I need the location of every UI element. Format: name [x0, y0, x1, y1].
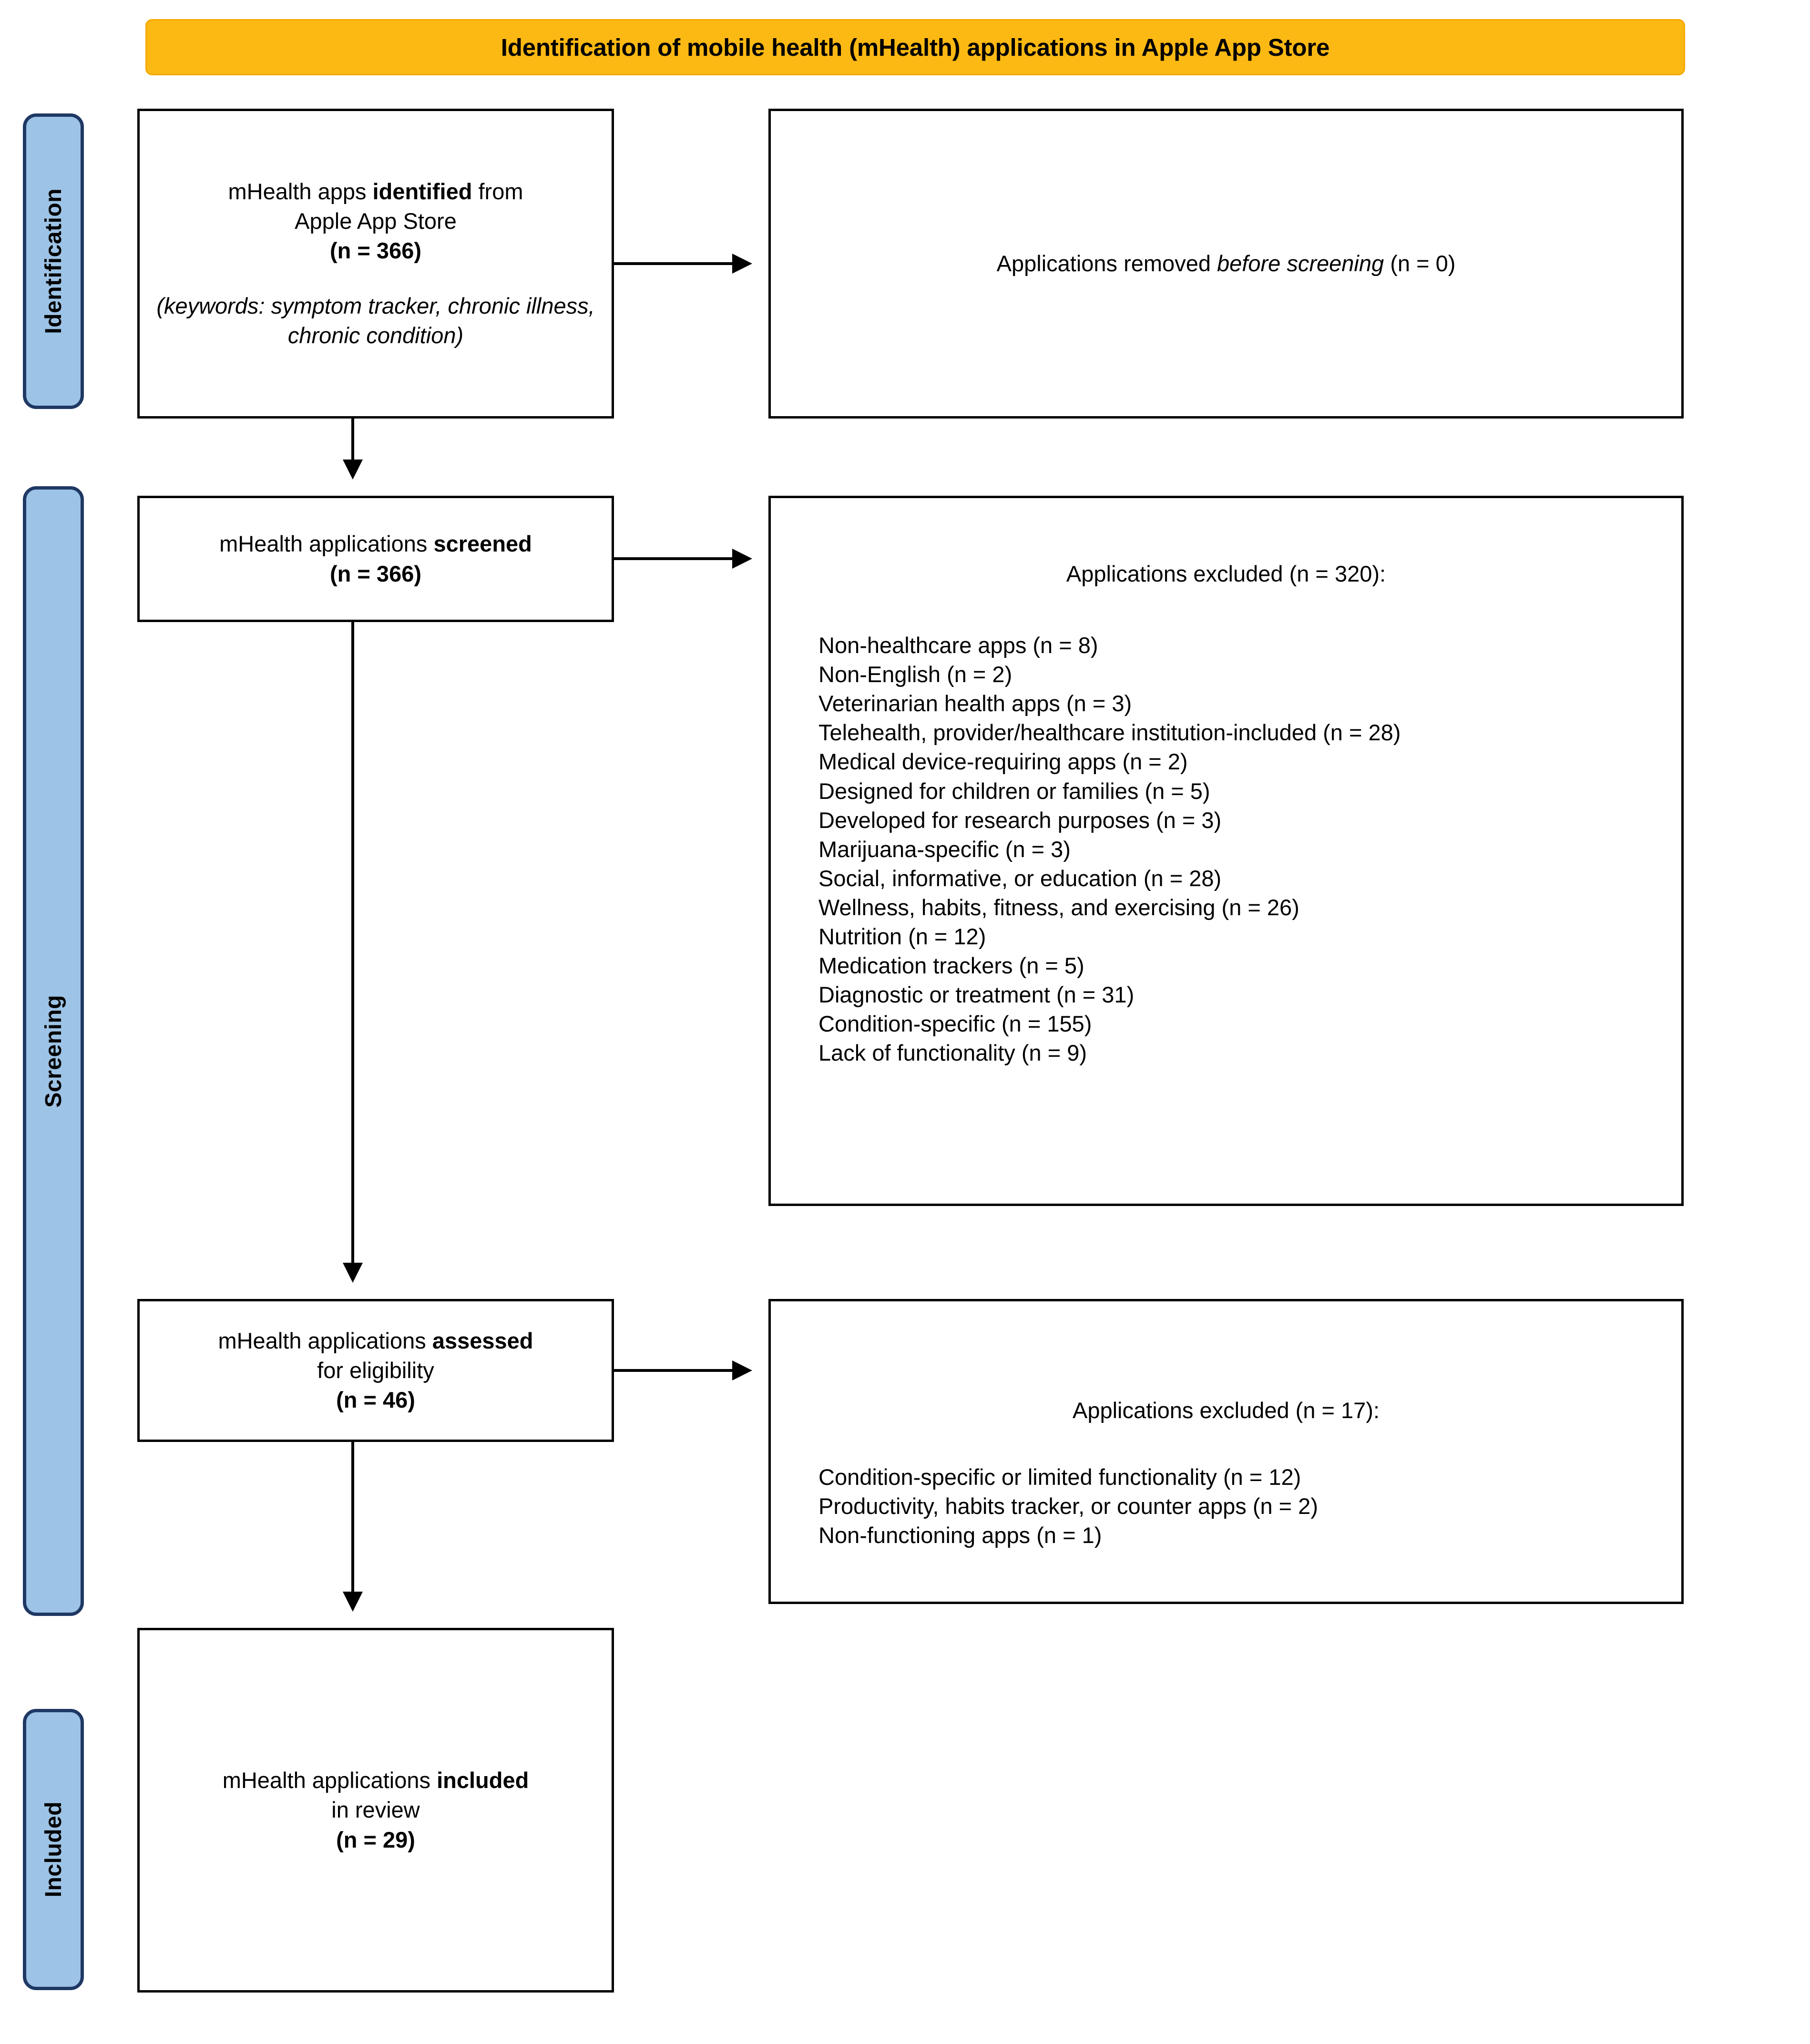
exclusion-reason-item: Non-healthcare apps (n = 8) [818, 633, 1098, 658]
identified-line-2: Apple App Store [295, 208, 457, 234]
phase-tab-included: Included [23, 1709, 84, 1990]
included-text-pre: mHealth applications [222, 1768, 437, 1793]
eligibility-line-2: for eligibility [317, 1357, 434, 1383]
included-line-1: mHealth applications included [153, 1766, 598, 1795]
phase-tab-screening: Screening [23, 486, 84, 1616]
screened-line-1: mHealth applications screened [153, 529, 598, 559]
exclusion-reason-item: Diagnostic or treatment (n = 31) [818, 982, 1135, 1008]
excluded-screening-title: Applications excluded (n = 320): [1066, 561, 1386, 586]
exclusion-reason-item: Wellness, habits, fitness, and exercisin… [818, 894, 1299, 920]
box-apps-screened: mHealth applications screened (n = 366) [137, 496, 614, 622]
identified-line-1: mHealth apps identified from [153, 177, 598, 206]
exclusion-reason-item: Veterinarian health apps (n = 3) [818, 691, 1132, 716]
phase-label-screening: Screening [41, 994, 66, 1108]
identified-count: (n = 366) [330, 237, 421, 263]
excluded-screening-list: Non-healthcare apps (n = 8) Non-English (… [818, 631, 1668, 1067]
removed-text-italic: before screening [1217, 250, 1384, 276]
exclusion-reason-item: Lack of functionality (n = 9) [818, 1040, 1087, 1066]
identified-text-post: from [472, 178, 523, 204]
removed-text-post: (n = 0) [1384, 250, 1456, 276]
included-text-bold: included [437, 1768, 529, 1793]
page-title: Identification of mobile health (mHealth… [501, 33, 1330, 61]
exclusion-reason-item: Condition-specific or limited functional… [818, 1464, 1301, 1490]
exclusion-reason-item: Condition-specific (n = 155) [818, 1011, 1092, 1037]
eligibility-text-bold: assessed [432, 1328, 533, 1353]
included-count: (n = 29) [336, 1827, 415, 1852]
box-apps-included: mHealth applications included in review … [137, 1628, 614, 1993]
exclusion-reason-item: Marijuana-specific (n = 3) [818, 836, 1071, 862]
exclusion-reason-item: Medication trackers (n = 5) [818, 953, 1084, 979]
box-apps-identified: mHealth apps identified from Apple App S… [137, 109, 614, 419]
exclusion-reason-item: Non-functioning apps (n = 1) [818, 1523, 1102, 1548]
included-line-2: in review [331, 1797, 420, 1823]
identified-text-bold: identified [372, 178, 472, 204]
diagram-title-banner: Identification of mobile health (mHealth… [145, 19, 1685, 75]
box-apps-excluded-screening: Applications excluded (n = 320): Non-hea… [768, 496, 1684, 1206]
exclusion-reason-item: Non-English (n = 2) [818, 662, 1012, 687]
box-apps-excluded-eligibility: Applications excluded (n = 17): Conditio… [768, 1299, 1684, 1604]
eligibility-line-1: mHealth applications assessed [153, 1326, 598, 1356]
exclusion-reason-item: Social, informative, or education (n = 2… [818, 865, 1222, 891]
exclusion-reason-item: Nutrition (n = 12) [818, 923, 986, 949]
identified-text-pre: mHealth apps [228, 178, 373, 204]
excluded-eligibility-list: Condition-specific or limited functional… [818, 1462, 1668, 1550]
eligibility-count: (n = 46) [336, 1387, 415, 1413]
identified-spacer [153, 266, 598, 291]
excluded-eligibility-title: Applications excluded (n = 17): [1072, 1398, 1380, 1423]
box-apps-removed-before-screening: Applications removed before screening (n… [768, 109, 1684, 419]
exclusion-reason-item: Medical device-requiring apps (n = 2) [818, 749, 1188, 775]
exclusion-reason-item: Developed for research purposes (n = 3) [818, 807, 1222, 833]
identified-keywords: (keywords: symptom tracker, chronic illn… [156, 293, 595, 348]
eligibility-text-pre: mHealth applications [218, 1328, 432, 1353]
screened-count: (n = 366) [330, 561, 421, 586]
phase-label-included: Included [41, 1801, 66, 1898]
box-apps-assessed-eligibility: mHealth applications assessed for eligib… [137, 1299, 614, 1442]
screened-text-bold: screened [433, 531, 532, 557]
phase-tab-identification: Identification [23, 113, 84, 409]
phase-label-identification: Identification [41, 188, 66, 334]
exclusion-reason-item: Telehealth, provider/healthcare institut… [818, 720, 1401, 746]
screened-text-pre: mHealth applications [219, 531, 434, 557]
removed-text-pre: Applications removed [996, 250, 1217, 276]
exclusion-reason-item: Productivity, habits tracker, or counter… [818, 1493, 1318, 1519]
exclusion-reason-item: Designed for children or families (n = 5… [818, 778, 1210, 804]
